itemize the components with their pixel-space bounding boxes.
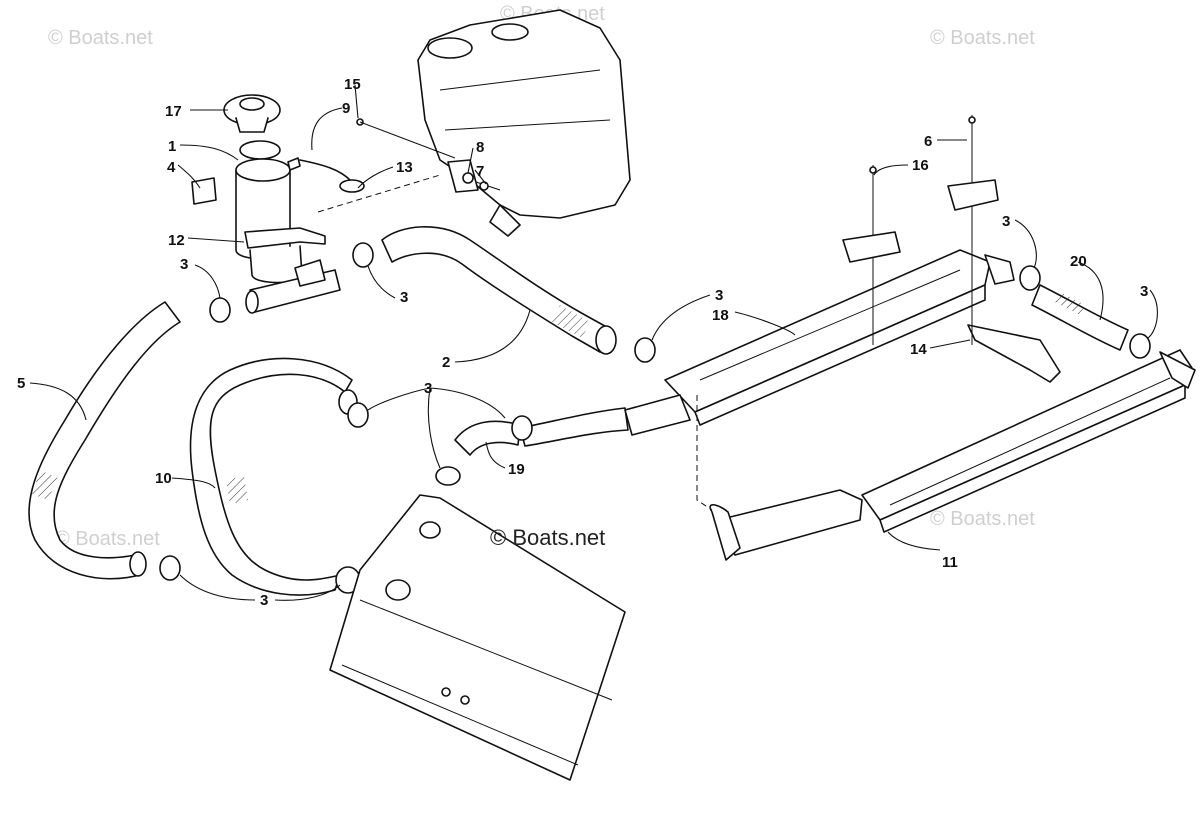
callout-1: 1 xyxy=(168,138,176,155)
callout-6: 6 xyxy=(924,133,932,150)
hose-to-exchanger xyxy=(519,407,629,447)
callout-5: 5 xyxy=(17,375,25,392)
callout-3-f: 3 xyxy=(424,380,432,397)
hose-5-texture xyxy=(32,470,58,500)
callout-13: 13 xyxy=(396,159,413,176)
callout-2: 2 xyxy=(442,354,450,371)
callout-3-e: 3 xyxy=(715,287,723,304)
callout-3-d: 3 xyxy=(1140,283,1148,300)
rear-bracket xyxy=(967,324,1061,383)
callout-14: 14 xyxy=(910,341,927,358)
overflow-route-line xyxy=(317,174,441,213)
front-heat-exchanger xyxy=(329,494,626,781)
callout-18: 18 xyxy=(712,307,729,324)
callout-3-a: 3 xyxy=(180,256,188,273)
hose-clamps xyxy=(159,242,1151,594)
callout-16: 16 xyxy=(912,157,929,174)
hose-10-texture xyxy=(226,476,248,504)
watermark-top-left: © Boats.net xyxy=(48,27,153,49)
callout-12: 12 xyxy=(168,232,185,249)
coolant-reservoir-tank xyxy=(417,9,631,237)
mount-route-line xyxy=(696,395,713,511)
watermark-top-right: © Boats.net xyxy=(930,27,1035,49)
hose-2-texture xyxy=(552,305,590,338)
callout-9: 9 xyxy=(342,100,350,117)
watermark-left-mid: © Boats.net xyxy=(55,528,160,550)
callout-3-b: 3 xyxy=(400,289,408,306)
callout-17: 17 xyxy=(165,103,182,120)
tunnel-heat-exchanger xyxy=(624,249,1196,561)
filler-neck-tank xyxy=(235,140,326,284)
callout-11: 11 xyxy=(942,554,958,571)
mount-pins xyxy=(842,115,999,345)
callout-20: 20 xyxy=(1070,253,1087,270)
radiator-cap xyxy=(223,94,281,133)
callout-19: 19 xyxy=(508,461,525,478)
leader-lines xyxy=(29,84,1158,601)
callout-8: 8 xyxy=(476,139,484,156)
mounting-bolt xyxy=(356,118,489,191)
callout-7: 7 xyxy=(476,163,484,180)
hose-20-texture xyxy=(1055,292,1085,315)
hose-5-end xyxy=(129,551,147,577)
watermark-center: © Boats.net xyxy=(490,525,605,550)
hose-2-end xyxy=(595,325,617,355)
t-fitting xyxy=(245,259,341,314)
watermark-right-mid: © Boats.net xyxy=(930,508,1035,530)
callout-10: 10 xyxy=(155,470,172,487)
overflow-hose xyxy=(299,159,365,193)
hose-10 xyxy=(189,357,353,596)
hose-5 xyxy=(28,301,181,580)
callout-3-c: 3 xyxy=(1002,213,1010,230)
callout-3-g: 3 xyxy=(260,592,268,609)
hose-20 xyxy=(1031,284,1129,351)
callout-15: 15 xyxy=(344,76,361,93)
callout-4: 4 xyxy=(167,159,176,176)
callout-labels: 17 1 4 12 3 3 15 9 13 8 7 6 16 3 20 3 3 … xyxy=(17,76,1148,609)
